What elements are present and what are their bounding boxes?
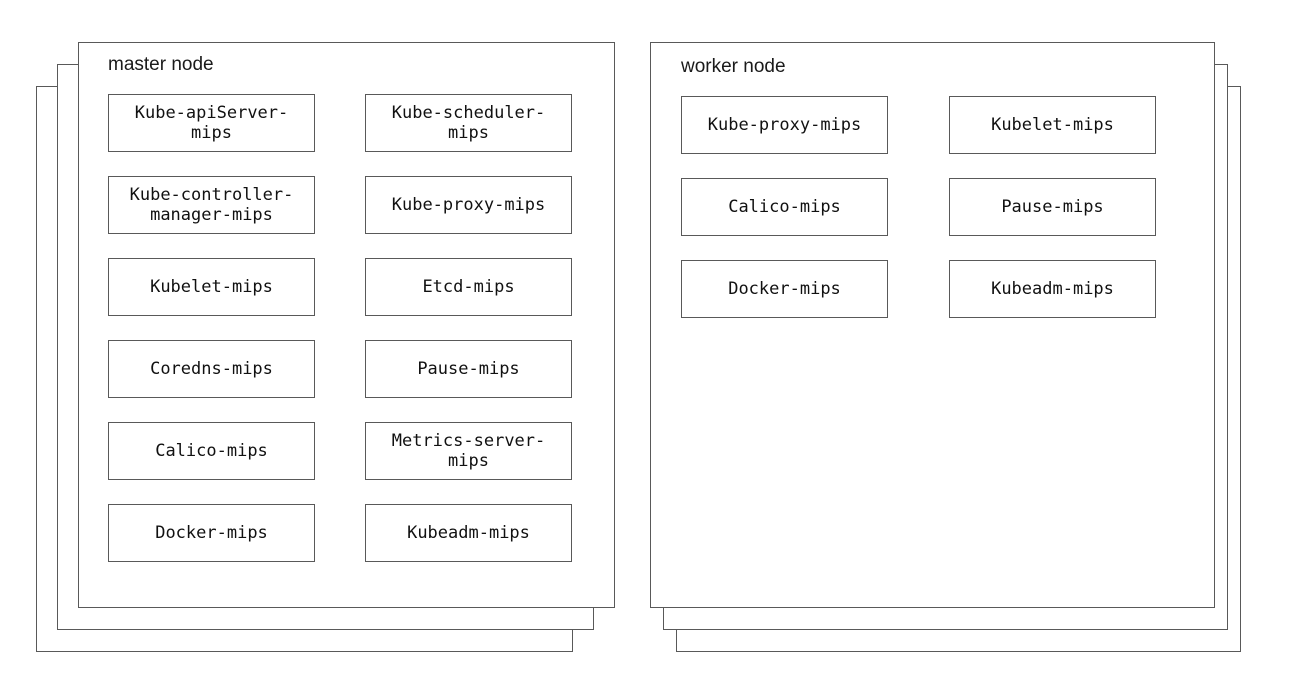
component-label: Kube-apiServer-mips xyxy=(134,102,289,143)
component-box-kube-scheduler: Kube-scheduler-mips xyxy=(365,94,572,152)
component-box-coredns: Coredns-mips xyxy=(108,340,315,398)
master-node-card: master node Kube-apiServer-mips Kube-sch… xyxy=(78,42,615,608)
component-label: Kube-scheduler-mips xyxy=(391,102,546,143)
component-box-kubelet: Kubelet-mips xyxy=(108,258,315,316)
component-box-pause: Pause-mips xyxy=(949,178,1156,236)
component-box-kube-proxy: Kube-proxy-mips xyxy=(365,176,572,234)
component-box-metrics-server: Metrics-server-mips xyxy=(365,422,572,480)
component-label: Etcd-mips xyxy=(422,276,515,297)
component-box-docker: Docker-mips xyxy=(681,260,888,318)
component-label: Pause-mips xyxy=(417,358,520,379)
worker-node-card: worker node Kube-proxy-mips Kubelet-mips… xyxy=(650,42,1215,608)
component-box-calico: Calico-mips xyxy=(108,422,315,480)
component-label: Kubelet-mips xyxy=(150,276,273,297)
worker-node-title: worker node xyxy=(681,56,786,77)
component-box-kubeadm: Kubeadm-mips xyxy=(365,504,572,562)
component-label: Kubeadm-mips xyxy=(991,278,1114,299)
component-box-kube-apiserver: Kube-apiServer-mips xyxy=(108,94,315,152)
component-label: Pause-mips xyxy=(1001,196,1104,217)
master-node-title: master node xyxy=(108,54,214,75)
component-box-calico: Calico-mips xyxy=(681,178,888,236)
component-box-pause: Pause-mips xyxy=(365,340,572,398)
component-box-kubeadm: Kubeadm-mips xyxy=(949,260,1156,318)
component-box-etcd: Etcd-mips xyxy=(365,258,572,316)
worker-node-grid: Kube-proxy-mips Kubelet-mips Calico-mips… xyxy=(681,96,1214,318)
component-box-docker: Docker-mips xyxy=(108,504,315,562)
component-label: Kubeadm-mips xyxy=(407,522,530,543)
component-label: Calico-mips xyxy=(728,196,841,217)
master-node-grid: Kube-apiServer-mips Kube-scheduler-mips … xyxy=(108,94,614,562)
component-label: Docker-mips xyxy=(728,278,841,299)
component-box-kubelet: Kubelet-mips xyxy=(949,96,1156,154)
component-label: Metrics-server-mips xyxy=(391,430,546,471)
component-label: Kube-proxy-mips xyxy=(391,194,546,215)
component-label: Calico-mips xyxy=(155,440,268,461)
component-label: Kube-proxy-mips xyxy=(707,114,862,135)
component-box-kube-controller-manager: Kube-controller-manager-mips xyxy=(108,176,315,234)
component-box-kube-proxy: Kube-proxy-mips xyxy=(681,96,888,154)
component-label: Kube-controller-manager-mips xyxy=(129,184,294,225)
component-label: Coredns-mips xyxy=(150,358,273,379)
component-label: Docker-mips xyxy=(155,522,268,543)
component-label: Kubelet-mips xyxy=(991,114,1114,135)
